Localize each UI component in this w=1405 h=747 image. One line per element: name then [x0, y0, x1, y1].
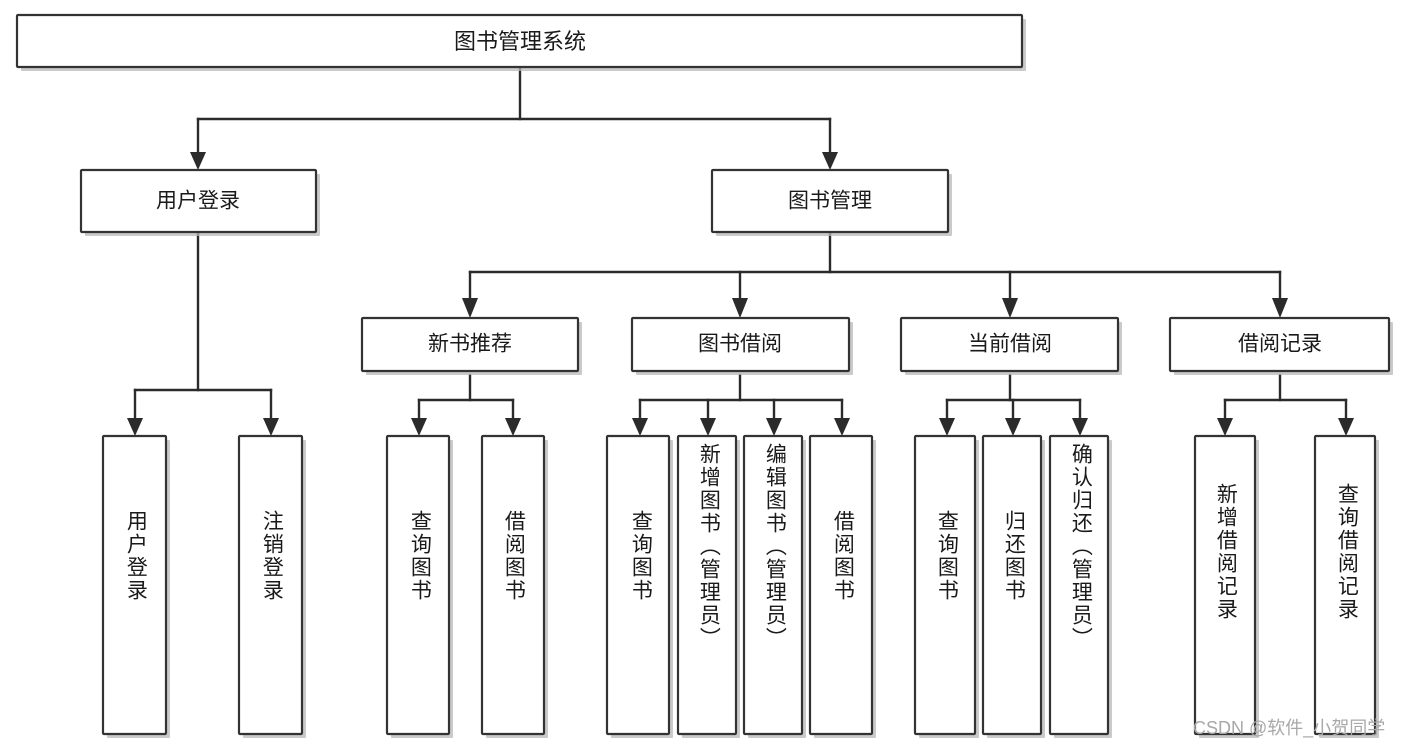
leaf-node-query-book-recommend[interactable]: [385, 434, 453, 738]
arrowhead-book-borrow: [732, 298, 748, 318]
arrowhead-borrow-leaf3: [766, 418, 782, 436]
csdn-watermark: CSDN @软件_小贺同学: [1193, 718, 1386, 738]
node-root-label: 图书管理系统: [454, 29, 586, 54]
arrowhead-current-leaf1: [939, 418, 955, 436]
arrowhead-current-leaf2: [1005, 418, 1021, 436]
leaf-node-query-borrow-record[interactable]: [1313, 434, 1379, 738]
leaf-node-query-book-borrow[interactable]: [605, 434, 673, 738]
node-book-management[interactable]: 图书管理: [710, 168, 952, 236]
leaf-node-confirm-return-admin[interactable]: [1048, 434, 1112, 738]
node-new-book-recommend[interactable]: 新书推荐: [360, 316, 582, 375]
node-book-borrow-label: 图书借阅: [698, 333, 782, 356]
arrowhead-leaf-logout: [263, 418, 279, 436]
leaf-node-borrow-book-recommend[interactable]: [480, 434, 548, 738]
node-new-book-recommend-label: 新书推荐: [428, 333, 512, 356]
node-book-management-label: 图书管理: [788, 190, 872, 213]
leaf-node-query-book-current[interactable]: [913, 434, 979, 738]
leaf-node-borrow-book[interactable]: [808, 434, 876, 738]
arrowhead-borrow-record: [1272, 298, 1288, 318]
arrowhead-newbook-leaf1: [411, 418, 427, 436]
node-borrow-record-label: 借阅记录: [1238, 333, 1322, 356]
leaf-node-logout[interactable]: [237, 434, 306, 738]
node-current-borrow[interactable]: 当前借阅: [899, 316, 1122, 375]
node-user-login[interactable]: 用户登录: [79, 168, 320, 236]
arrowhead-borrow-leaf1: [632, 418, 648, 436]
arrowhead-record-leaf1: [1217, 418, 1233, 436]
connectors: [127, 65, 1354, 436]
arrowhead-leaf-user-login: [127, 418, 143, 436]
arrowhead-current-leaf3: [1072, 418, 1088, 436]
leaf-node-return-book[interactable]: [981, 434, 1045, 738]
arrowhead-newbook-leaf2: [505, 418, 521, 436]
arrowhead-new-book: [462, 298, 478, 318]
node-book-borrow[interactable]: 图书借阅: [630, 316, 853, 375]
leaf-node-user-login[interactable]: [101, 434, 170, 738]
node-user-login-label: 用户登录: [156, 190, 240, 213]
arrowhead-borrow-leaf2: [700, 418, 716, 436]
leaf-node-add-borrow-record[interactable]: [1193, 434, 1259, 738]
leaf-node-edit-book-admin[interactable]: [742, 434, 806, 738]
node-root[interactable]: 图书管理系统: [15, 13, 1026, 71]
node-borrow-record[interactable]: 借阅记录: [1168, 316, 1393, 375]
arrowhead-book-mgmt: [822, 152, 838, 170]
arrowhead-user-login: [190, 152, 206, 170]
node-current-borrow-label: 当前借阅: [968, 333, 1052, 356]
arrowhead-record-leaf2: [1338, 418, 1354, 436]
arrowhead-current-borrow: [1002, 298, 1018, 318]
leaf-node-add-book-admin[interactable]: [676, 434, 740, 738]
arrowhead-borrow-leaf4: [834, 418, 850, 436]
